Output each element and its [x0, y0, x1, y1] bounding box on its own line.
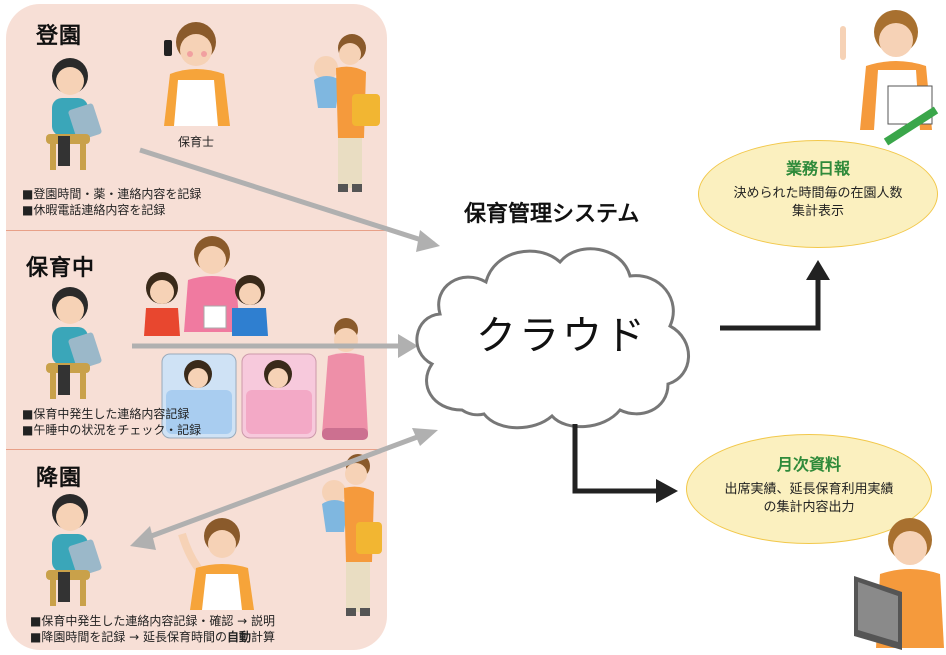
- cloud-to-daily-report-arrow: [720, 278, 821, 331]
- daily-report-title: 業務日報: [785, 159, 850, 178]
- children-napping-illustration: [161, 353, 317, 439]
- section-title-during-care: 保育中: [26, 256, 96, 281]
- office-worker-with-laptop-illustration: [854, 518, 944, 650]
- cloud-label: クラウド: [476, 313, 648, 359]
- monthly-report-desc: 出席実績、延長保育利用実績: [724, 482, 894, 497]
- during-care-note: ■保育中発生した連絡内容記録: [22, 407, 190, 421]
- monthly-report-desc: の集計内容出力: [763, 500, 855, 515]
- arrival-to-cloud-arrow: [139, 147, 435, 247]
- section-divider: [6, 449, 387, 450]
- daily-report-ellipse: 業務日報 決められた時間毎の在園人数 集計表示: [698, 140, 938, 248]
- staff-with-tablet-illustration: [46, 494, 102, 606]
- system-title: 保育管理システム: [464, 202, 640, 227]
- parent-with-baby-illustration: [314, 34, 380, 192]
- cloud-departure-arrow: [145, 433, 421, 541]
- office-worker-with-notebook-illustration: [840, 10, 939, 146]
- section-title-arrival: 登園: [36, 24, 83, 49]
- daily-report-desc: 決められた時間毎の在園人数: [733, 186, 903, 201]
- caregiver-label: 保育士: [178, 135, 215, 149]
- departure-note: ■保育中発生した連絡内容記録・確認 → 説明: [30, 614, 276, 628]
- section-title-departure: 降園: [36, 466, 83, 491]
- arrival-note: ■休暇電話連絡内容を記録: [22, 203, 166, 217]
- caregiver-waving-illustration: [178, 518, 254, 610]
- cloud-to-monthly-report-arrow: [572, 424, 660, 494]
- staff-with-tablet-illustration: [46, 287, 102, 399]
- section-divider: [6, 230, 387, 231]
- staff-with-tablet-illustration: [46, 58, 102, 170]
- cloud-shape: [415, 247, 690, 430]
- monthly-report-ellipse: 月次資料 出席実績、延長保育利用実績 の集計内容出力: [686, 434, 932, 544]
- caregiver-on-phone-illustration: [164, 22, 230, 126]
- departure-note: ■降園時間を記録 → 延長保育時間の自動計算: [30, 630, 276, 644]
- arrival-note: ■登園時間・薬・連絡内容を記録: [22, 187, 202, 201]
- parent-with-baby-illustration: [322, 454, 382, 616]
- caregiver-with-children-illustration: [144, 236, 268, 336]
- during-care-note: ■午睡中の状況をチェック・記録: [22, 423, 202, 437]
- daily-report-desc: 集計表示: [791, 204, 844, 219]
- monthly-report-title: 月次資料: [776, 455, 841, 474]
